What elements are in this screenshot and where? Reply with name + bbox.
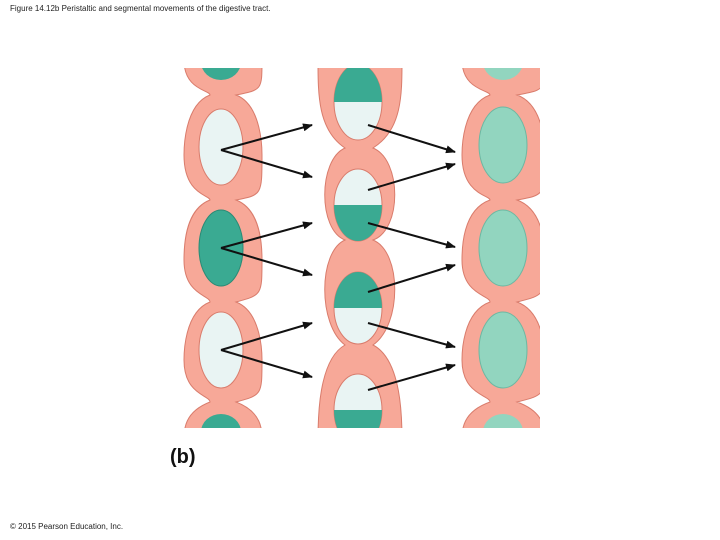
arrows-middle-to-right [367,124,456,391]
chamber-food [478,209,528,287]
arrows-left-to-middle [220,123,313,379]
chamber-empty [198,108,244,186]
arrow [220,149,313,179]
chamber-split [333,68,383,141]
chamber-top-clipped [484,68,522,80]
arrow [220,321,313,351]
chamber-split [333,168,383,242]
copyright-notice: © 2015 Pearson Education, Inc. [10,522,124,531]
arrow [367,124,456,154]
chamber-split [333,373,383,428]
arrow [220,247,313,277]
arrow [220,221,313,249]
panel-label: (b) [170,446,196,468]
chamber-split [333,271,383,345]
figure-title: Figure 14.12b Peristaltic and segmental … [10,4,271,13]
tube-right [461,68,540,428]
arrow [367,162,456,191]
arrow [367,322,456,349]
tube-wall [317,68,403,428]
tube-middle [317,68,403,428]
arrow [367,363,456,391]
arrow [220,123,313,151]
arrow [367,222,456,249]
chamber-food [478,311,528,389]
chamber-top-clipped [202,68,240,80]
chamber-bottom-clipped [483,414,523,428]
arrow [220,349,313,379]
chamber-food [478,106,528,184]
arrow [367,263,456,293]
chamber-bottom-clipped [201,414,241,428]
